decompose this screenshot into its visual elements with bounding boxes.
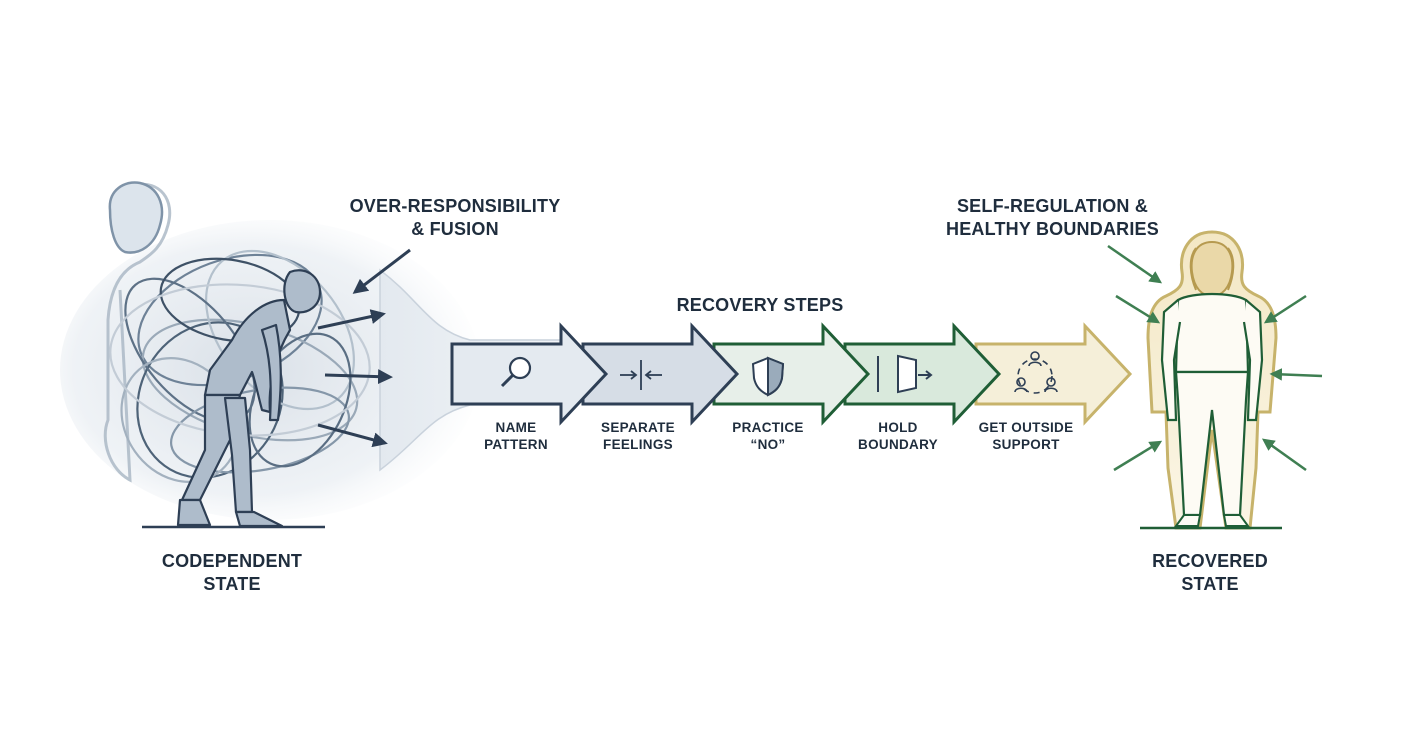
step-2-line1: SEPARATE — [601, 420, 675, 435]
step-label-2: SEPARATE FEELINGS — [588, 420, 688, 454]
step-label-1: NAME PATTERN — [466, 420, 566, 454]
step-2-line2: FEELINGS — [603, 436, 673, 452]
recovery-steps — [450, 322, 1133, 426]
recovered-line2: STATE — [1181, 573, 1239, 594]
codependent-line2: STATE — [203, 573, 261, 594]
magnifier-icon — [500, 356, 532, 388]
step-4-line1: HOLD — [878, 420, 918, 435]
step-icons — [500, 351, 1058, 397]
step-1-line2: PATTERN — [484, 436, 548, 452]
step-3-line2: “NO” — [750, 436, 786, 452]
support-circle-icon — [1014, 351, 1058, 394]
regulation-label: SELF-REGULATION & HEALTHY BOUNDARIES — [930, 195, 1175, 240]
regulation-arrows — [1107, 244, 1323, 472]
pressure-label: OVER-RESPONSIBILITY & FUSION — [330, 195, 580, 240]
step-arrow-2 — [581, 322, 740, 426]
regulation-label-line2: HEALTHY BOUNDARIES — [946, 218, 1159, 239]
pressure-label-line2: & FUSION — [411, 218, 499, 239]
arrow-in-top — [352, 248, 411, 294]
separate-arrows-icon — [620, 360, 662, 390]
step-4-line2: BOUNDARY — [858, 436, 938, 452]
recovery-heading: RECOVERY STEPS — [640, 294, 880, 317]
shadow-silhouette — [103, 182, 172, 483]
arrow-out-2 — [324, 369, 393, 385]
regulation-label-line1: SELF-REGULATION & — [956, 196, 1149, 216]
slumped-person — [176, 269, 322, 528]
arrow-out-1 — [317, 309, 386, 330]
codependent-state-label: CODEPENDENT STATE — [132, 550, 332, 595]
step-5-line2: SUPPORT — [992, 436, 1060, 452]
shield-icon — [751, 356, 785, 397]
recovered-state-label: RECOVERED STATE — [1120, 550, 1300, 595]
codependent-line1: CODEPENDENT — [161, 551, 303, 571]
step-arrow-3 — [712, 322, 871, 426]
door-boundary-icon — [877, 354, 933, 394]
recovery-heading-text: RECOVERY STEPS — [676, 295, 844, 315]
shadow-head — [108, 181, 164, 254]
recovered-line1: RECOVERED — [1152, 551, 1268, 571]
recovered-person — [1146, 230, 1278, 530]
step-3-line1: PRACTICE — [732, 420, 804, 435]
pressure-label-line1: OVER-RESPONSIBILITY — [349, 196, 561, 216]
arrow-out-3 — [317, 423, 388, 448]
step-label-4: HOLD BOUNDARY — [848, 420, 948, 454]
step-1-line1: NAME — [495, 420, 537, 435]
pressure-arrows — [317, 248, 411, 448]
step-5-line1: GET OUTSIDE — [978, 420, 1074, 435]
step-label-5: GET OUTSIDE SUPPORT — [966, 420, 1086, 454]
step-label-3: PRACTICE “NO” — [718, 420, 818, 454]
step-arrow-5 — [974, 322, 1133, 426]
